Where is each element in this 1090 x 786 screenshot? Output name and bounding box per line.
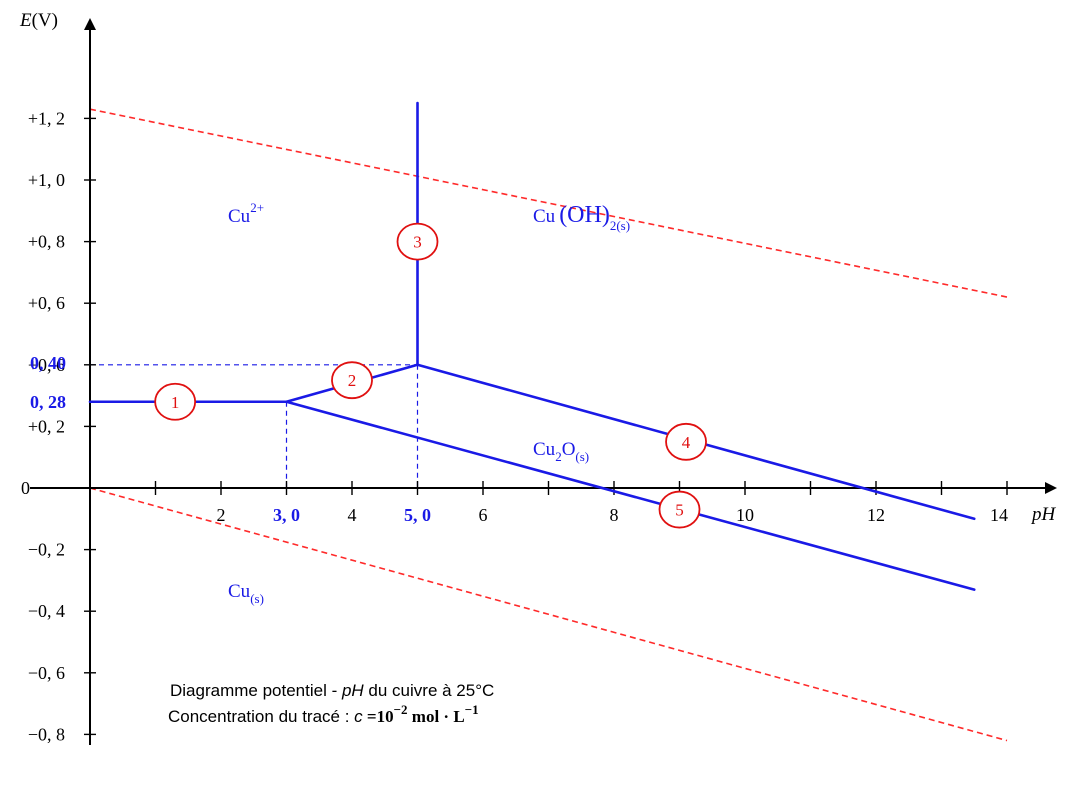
species-cu2plus: Cu2+ [228, 200, 264, 227]
x-axis-title: pH [1030, 504, 1057, 525]
water-line-hydrogen [89, 487, 1008, 742]
boundary-line-5 [285, 400, 976, 591]
water-line-oxygen [89, 108, 1008, 298]
x-special-tick-label: 5, 0 [404, 505, 431, 525]
caption-line-1: Diagramme potentiel - pH du cuivre à 25°… [170, 681, 494, 700]
marker-circle [154, 382, 197, 421]
x-tick-label: 8 [610, 505, 619, 525]
y-tick-label: +0, 6 [28, 293, 65, 313]
marker-4: 4 [665, 422, 707, 461]
y-axis-title: E(V) [19, 10, 58, 31]
y-tick-label: +0, 2 [28, 416, 65, 436]
y-tick-label: +1, 2 [28, 108, 65, 128]
y-tick-label: +0, 6 [28, 355, 65, 375]
marker-5: 5 [658, 490, 701, 529]
y-special-tick-label: 0, 28 [30, 392, 66, 412]
species-cu2o: Cu2O(s) [533, 439, 589, 464]
marker-2: 2 [331, 361, 373, 400]
species-cuoh2: Cu(OH)2(s) [533, 202, 630, 233]
marker-circle [665, 422, 707, 461]
marker-3: 3 [396, 222, 439, 261]
species-cu: Cu(s) [228, 581, 264, 606]
water-lines [89, 108, 1008, 742]
y-tick-label: −0, 8 [28, 724, 65, 744]
marker-1: 1 [154, 382, 197, 421]
x-tick-label: 10 [736, 505, 754, 525]
y-tick-label: +1, 0 [28, 170, 65, 190]
marker-label: 2 [348, 371, 357, 390]
x-tick-label: 6 [479, 505, 488, 525]
x-tick-label: 14 [990, 505, 1008, 525]
marker-circle [396, 222, 439, 261]
marker-label: 1 [171, 393, 180, 412]
x-tick-label: 2 [217, 505, 226, 525]
y-special-tick-label: 0, 40 [30, 353, 66, 373]
y-tick-label: +0, 8 [28, 232, 65, 252]
boundary-markers: 1 2 3 4 5 [154, 222, 707, 529]
y-tick-label: −0, 4 [28, 601, 65, 621]
axes [30, 18, 1057, 745]
x-tick-label: 4 [348, 505, 357, 525]
marker-label: 5 [675, 501, 684, 520]
y-axis-title-unit: (V) [32, 10, 58, 31]
marker-circle [331, 361, 373, 400]
y-tick-label: 0 [21, 478, 30, 498]
caption-line-2: Concentration du tracé : c =10−2 mol · L… [168, 702, 479, 726]
y-tick-label: −0, 2 [28, 540, 65, 560]
y-axis-title-letter: E [19, 10, 32, 31]
x-special-tick-label: 3, 0 [273, 505, 300, 525]
marker-circle [658, 490, 701, 529]
marker-label: 3 [413, 233, 422, 252]
marker-label: 4 [682, 433, 691, 452]
x-tick-label: 12 [867, 505, 885, 525]
y-tick-label: −0, 6 [28, 663, 65, 683]
